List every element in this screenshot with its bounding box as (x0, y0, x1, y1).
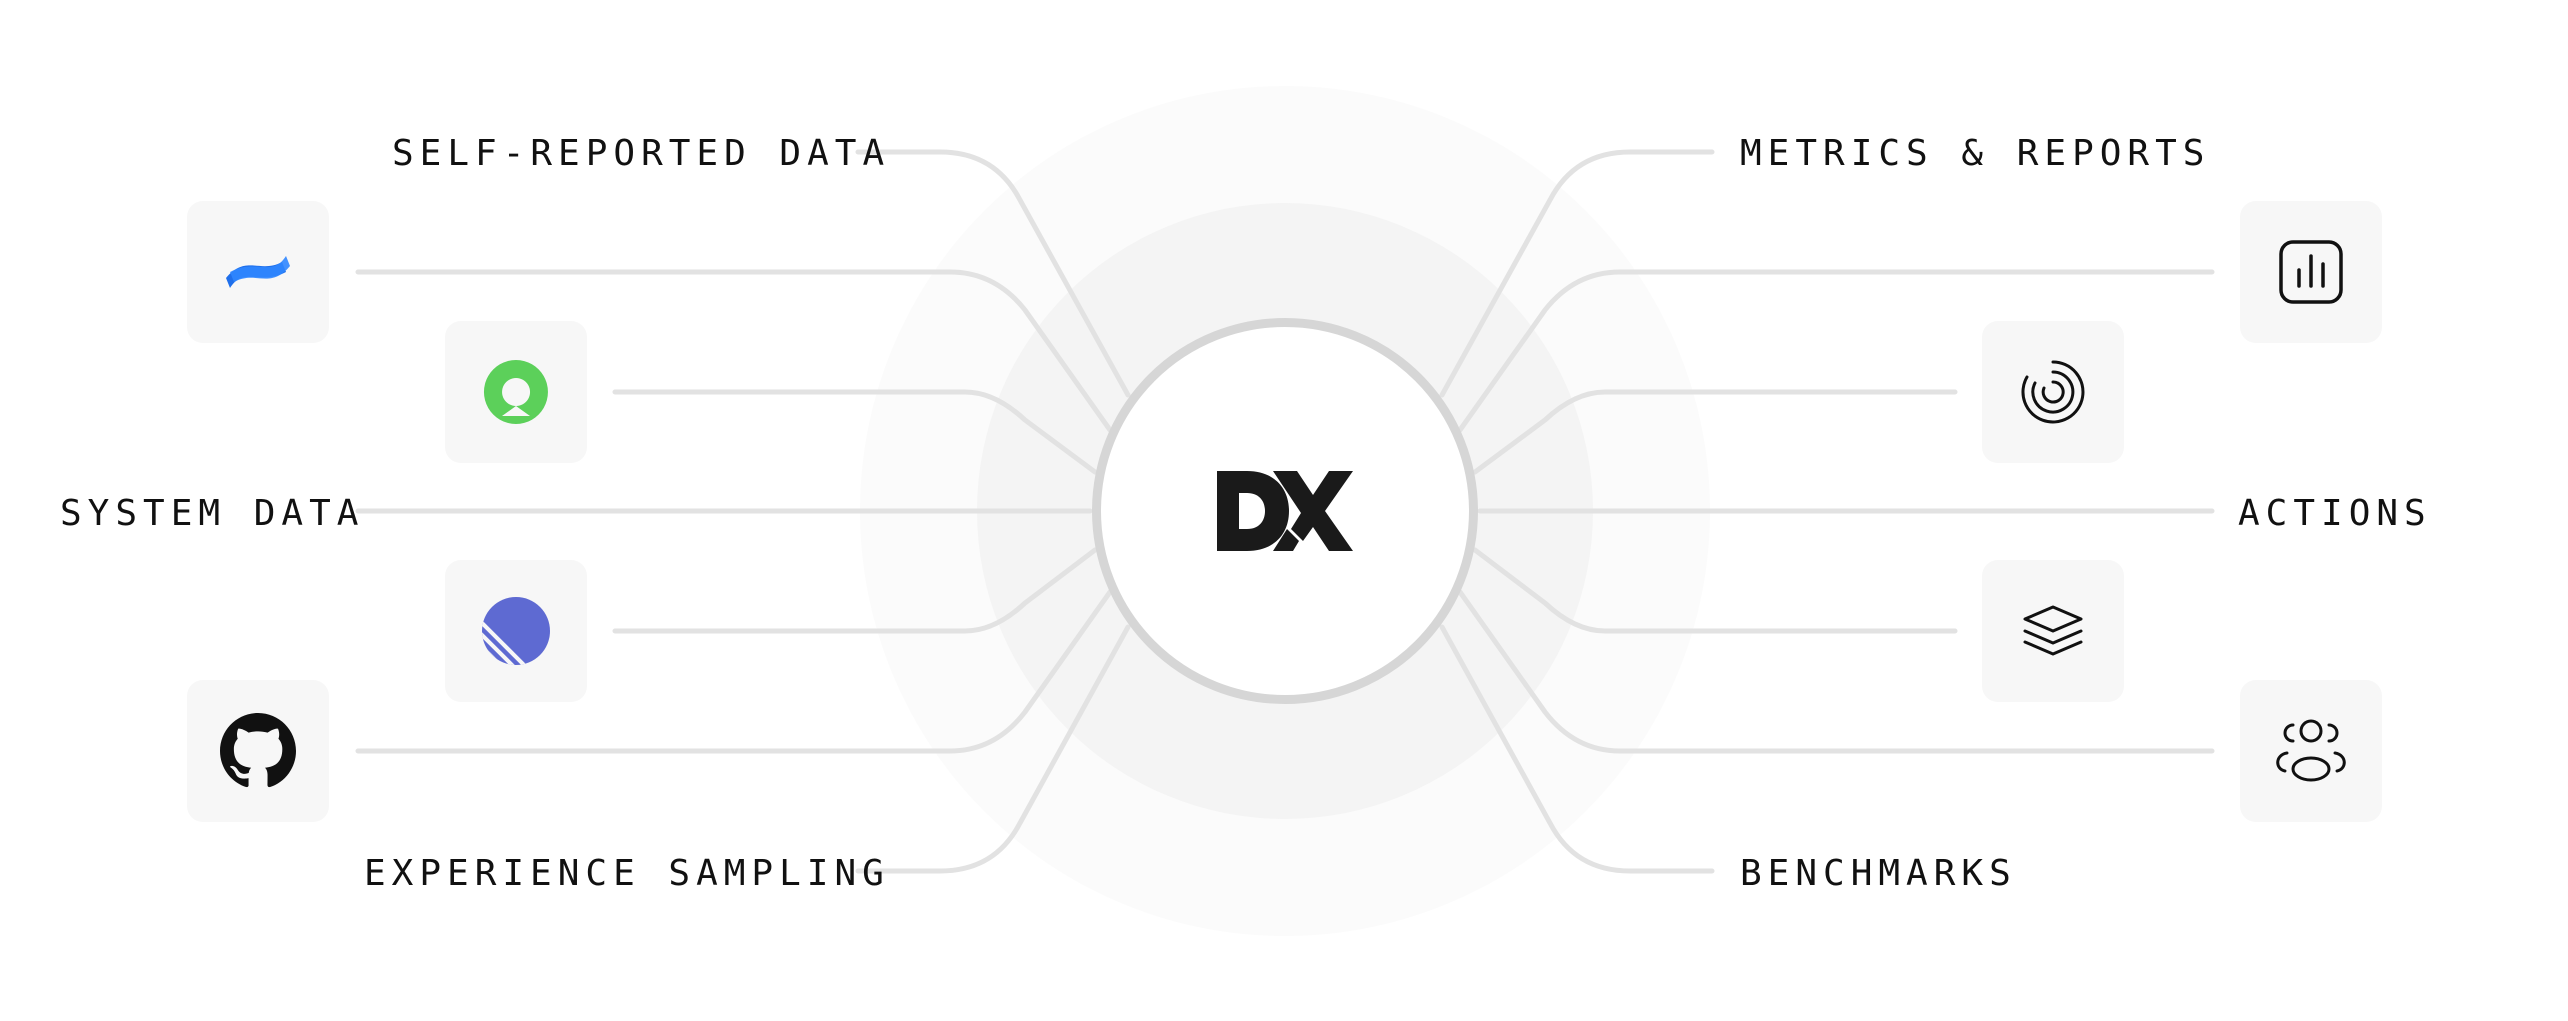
connector-users (1457, 589, 2215, 754)
connector-linear (612, 547, 1098, 634)
label-actions: ACTIONS (2238, 493, 2432, 534)
label-benchmarks: BENCHMARKS (1740, 853, 2017, 894)
bar-chart-icon (2279, 240, 2343, 304)
concentric-arcs-icon (2021, 360, 2085, 424)
connector-arcs (1472, 389, 1958, 475)
connector-benchmarks (1439, 624, 1715, 874)
connector-confluence (355, 269, 1113, 433)
label-experience-sampling: EXPERIENCE SAMPLING (364, 853, 890, 894)
connector-lines (355, 149, 2215, 874)
connector-github (355, 589, 1113, 754)
tile-confluence (187, 201, 329, 343)
tile-github (187, 680, 329, 822)
users-icon (2276, 719, 2346, 782)
label-metrics-reports: METRICS & REPORTS (1740, 133, 2211, 174)
connector-green (612, 389, 1098, 475)
github-icon (220, 713, 296, 788)
linear-icon (482, 597, 550, 665)
green-ring-icon (483, 360, 548, 424)
connector-layers (1472, 547, 1958, 634)
dx-logo-icon (1217, 471, 1353, 551)
tile-green-ring (445, 321, 587, 463)
tile-bar-chart (2240, 201, 2382, 343)
tile-linear (445, 560, 587, 702)
connector-bar-chart (1457, 269, 2215, 433)
connector-metrics (1439, 149, 1715, 398)
layers-icon (2023, 605, 2083, 656)
dx-hub (1092, 318, 1478, 704)
confluence-icon (226, 256, 290, 288)
connector-self-reported (855, 149, 1131, 398)
tile-users (2240, 680, 2382, 822)
connector-experience-sampling (855, 624, 1131, 874)
label-system-data: SYSTEM DATA (60, 493, 365, 534)
tile-layers (1982, 560, 2124, 702)
tile-concentric-arcs (1982, 321, 2124, 463)
label-self-reported-data: SELF-REPORTED DATA (392, 133, 891, 174)
